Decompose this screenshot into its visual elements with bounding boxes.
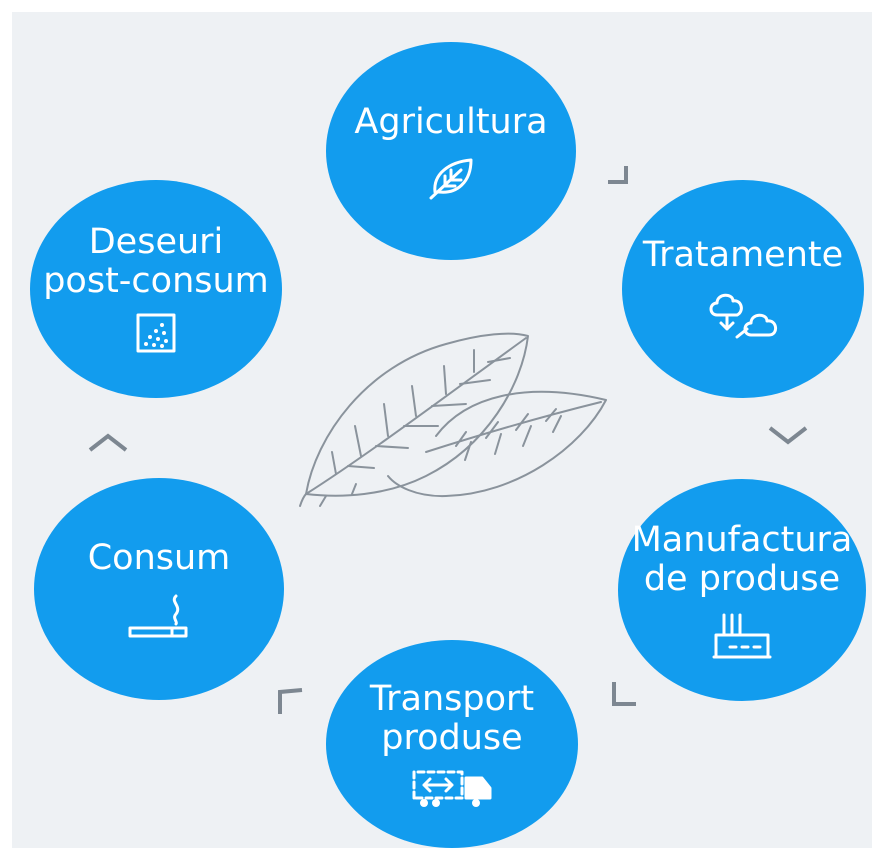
node-consum: Consum bbox=[34, 478, 284, 700]
chevron-arrow-icon bbox=[86, 430, 130, 456]
node-agricultura-label: Agricultura bbox=[354, 101, 548, 142]
factory-icon bbox=[710, 609, 774, 659]
node-manufactura-label-line1: Manufactura bbox=[631, 520, 853, 560]
tobacco-leaves-icon bbox=[296, 326, 608, 517]
node-deseuri: Deseuri post-consum bbox=[30, 180, 282, 398]
node-consum-label: Consum bbox=[87, 537, 231, 578]
chevron-arrow-icon bbox=[272, 684, 306, 720]
node-transport-label-line2: produse bbox=[381, 718, 523, 758]
node-manufactura: Manufactura de produse bbox=[618, 479, 866, 701]
node-transport-label-line1: Transport bbox=[369, 679, 535, 719]
cigarette-icon bbox=[126, 592, 192, 640]
node-tratamente-label: Tratamente bbox=[642, 234, 844, 275]
clouds-icon bbox=[707, 289, 779, 343]
leaf-icon bbox=[427, 156, 475, 200]
chevron-arrow-icon bbox=[604, 158, 634, 188]
chevron-arrow-icon bbox=[766, 422, 810, 448]
node-tratamente: Tratamente bbox=[622, 180, 864, 398]
node-deseuri-label-line1: Deseuri bbox=[88, 222, 224, 262]
chevron-arrow-icon bbox=[606, 678, 640, 712]
node-deseuri-label-line2: post-consum bbox=[43, 261, 269, 301]
node-manufactura-label-line2: de produse bbox=[643, 559, 841, 599]
waste-bin-icon bbox=[134, 311, 178, 355]
delivery-truck-icon bbox=[410, 768, 494, 808]
node-agricultura: Agricultura bbox=[326, 42, 576, 260]
node-transport: Transport produse bbox=[326, 640, 578, 848]
